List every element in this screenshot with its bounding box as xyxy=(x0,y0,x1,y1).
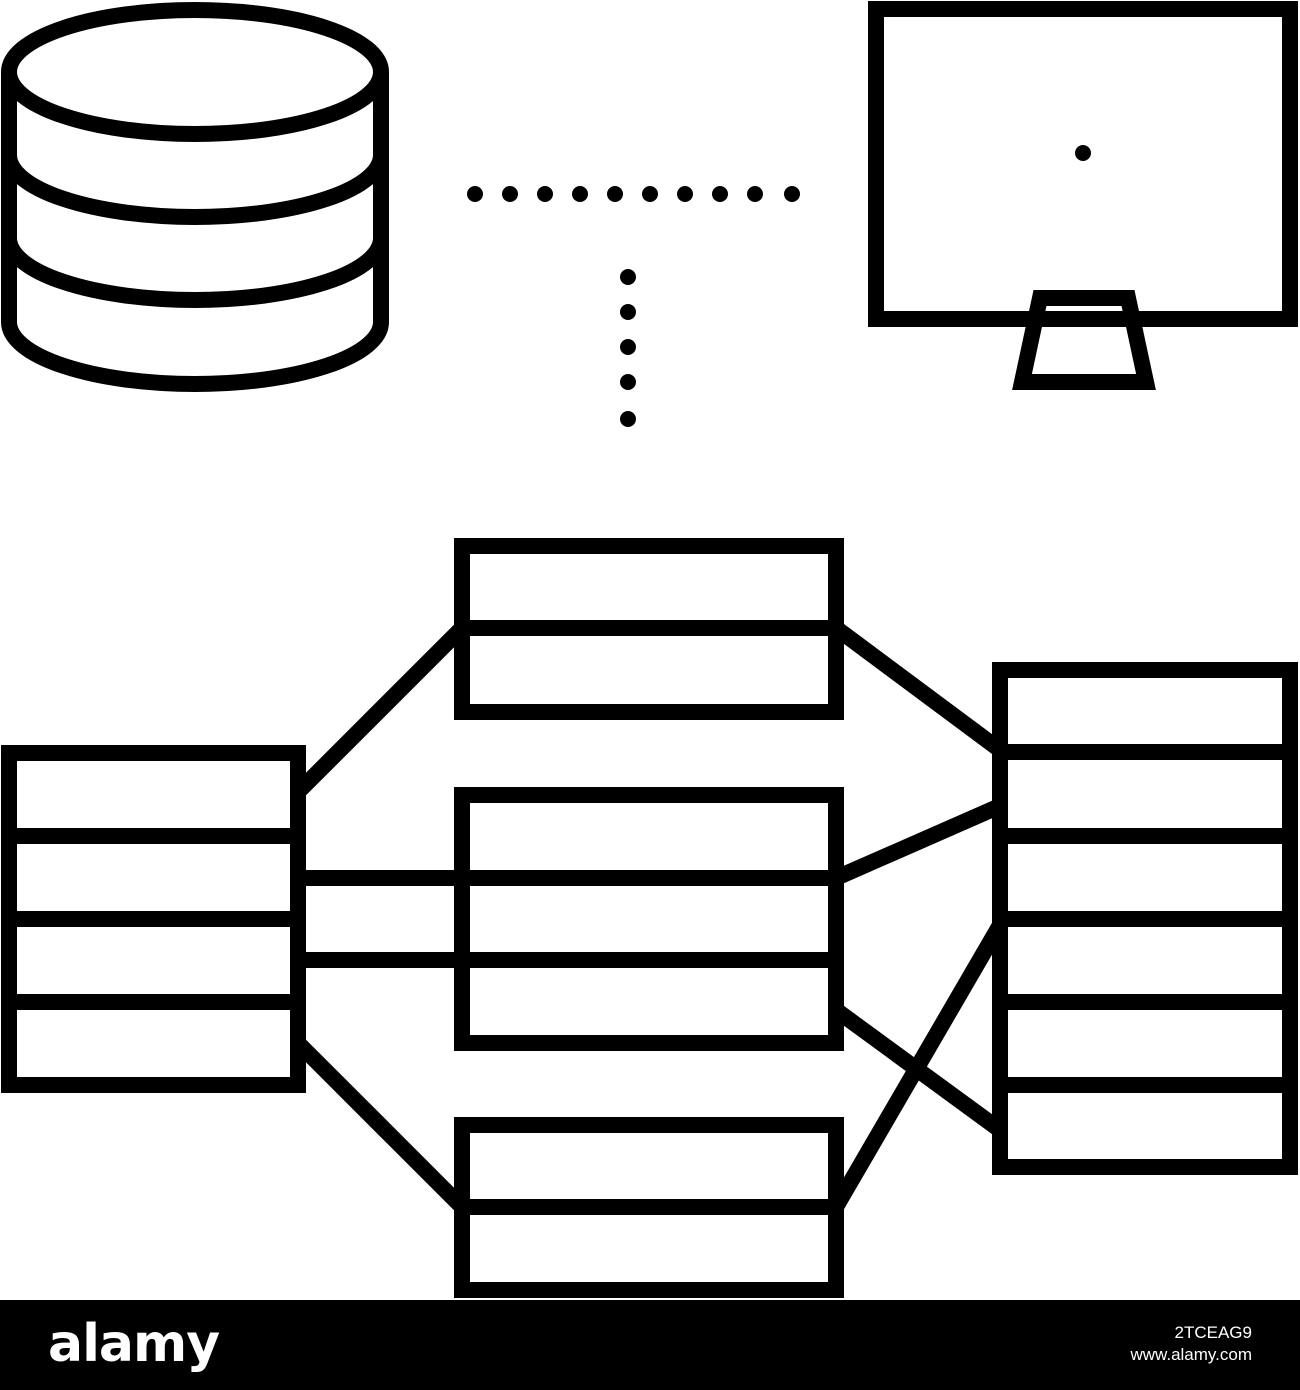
monitor-dot xyxy=(1075,145,1091,161)
schema-table-top xyxy=(454,538,844,720)
data-modeling-illustration xyxy=(1,1,1298,1298)
alamy-logo: alamy xyxy=(48,1314,220,1374)
image-meta: 2TCEAG9 www.alamy.com xyxy=(1130,1322,1252,1366)
monitor-icon xyxy=(868,1,1298,390)
schema-table-right xyxy=(992,662,1298,1175)
footer-bar: alamy 2TCEAG9 www.alamy.com xyxy=(0,1300,1300,1390)
database-icon xyxy=(1,2,389,392)
schema-table-center xyxy=(454,787,844,1051)
dotted-connector xyxy=(467,145,1091,427)
image-id: 2TCEAG9 xyxy=(1174,1323,1252,1342)
relation-lines xyxy=(292,621,1007,1213)
schema-table-bottom xyxy=(454,1117,844,1298)
site-url: www.alamy.com xyxy=(1130,1345,1252,1364)
schema-table-left xyxy=(1,745,306,1093)
